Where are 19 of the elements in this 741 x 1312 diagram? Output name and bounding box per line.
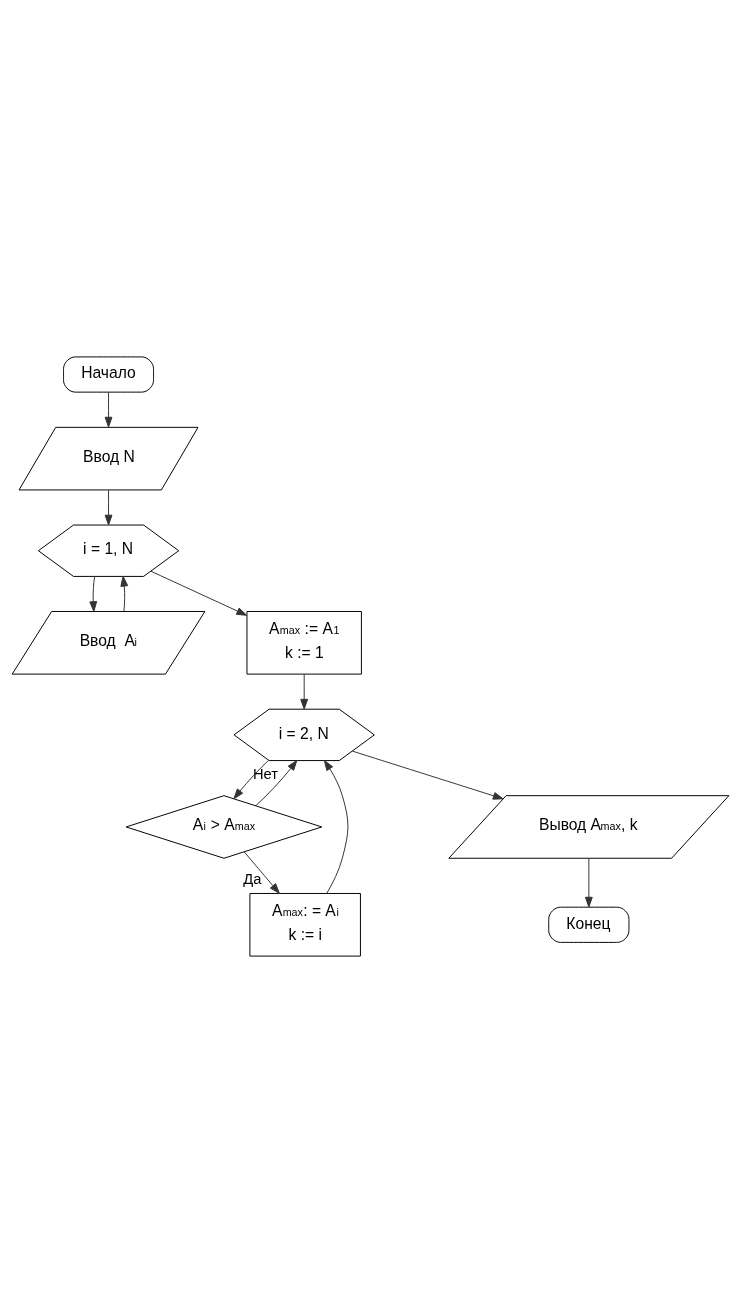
arrow [255,759,298,806]
node-box: Amax := A1 k := 1 [246,610,362,675]
edge-label: Да [243,870,262,887]
arrow [104,391,113,428]
arrow [120,575,129,612]
node-diamond: Ai > Amax [125,794,323,859]
node-box: Начало [63,355,155,393]
node-box: Конец [548,906,630,943]
arrow [300,673,309,710]
arrow [243,850,280,894]
arrow [233,759,270,799]
edge-label: Нет [253,765,278,782]
arrow [104,489,113,525]
arrow [150,570,248,616]
arrow [584,857,593,908]
arrow [323,759,349,894]
node-box: Amax: = Ai k := i [249,892,361,957]
arrow [352,750,504,800]
arrow [89,575,98,612]
